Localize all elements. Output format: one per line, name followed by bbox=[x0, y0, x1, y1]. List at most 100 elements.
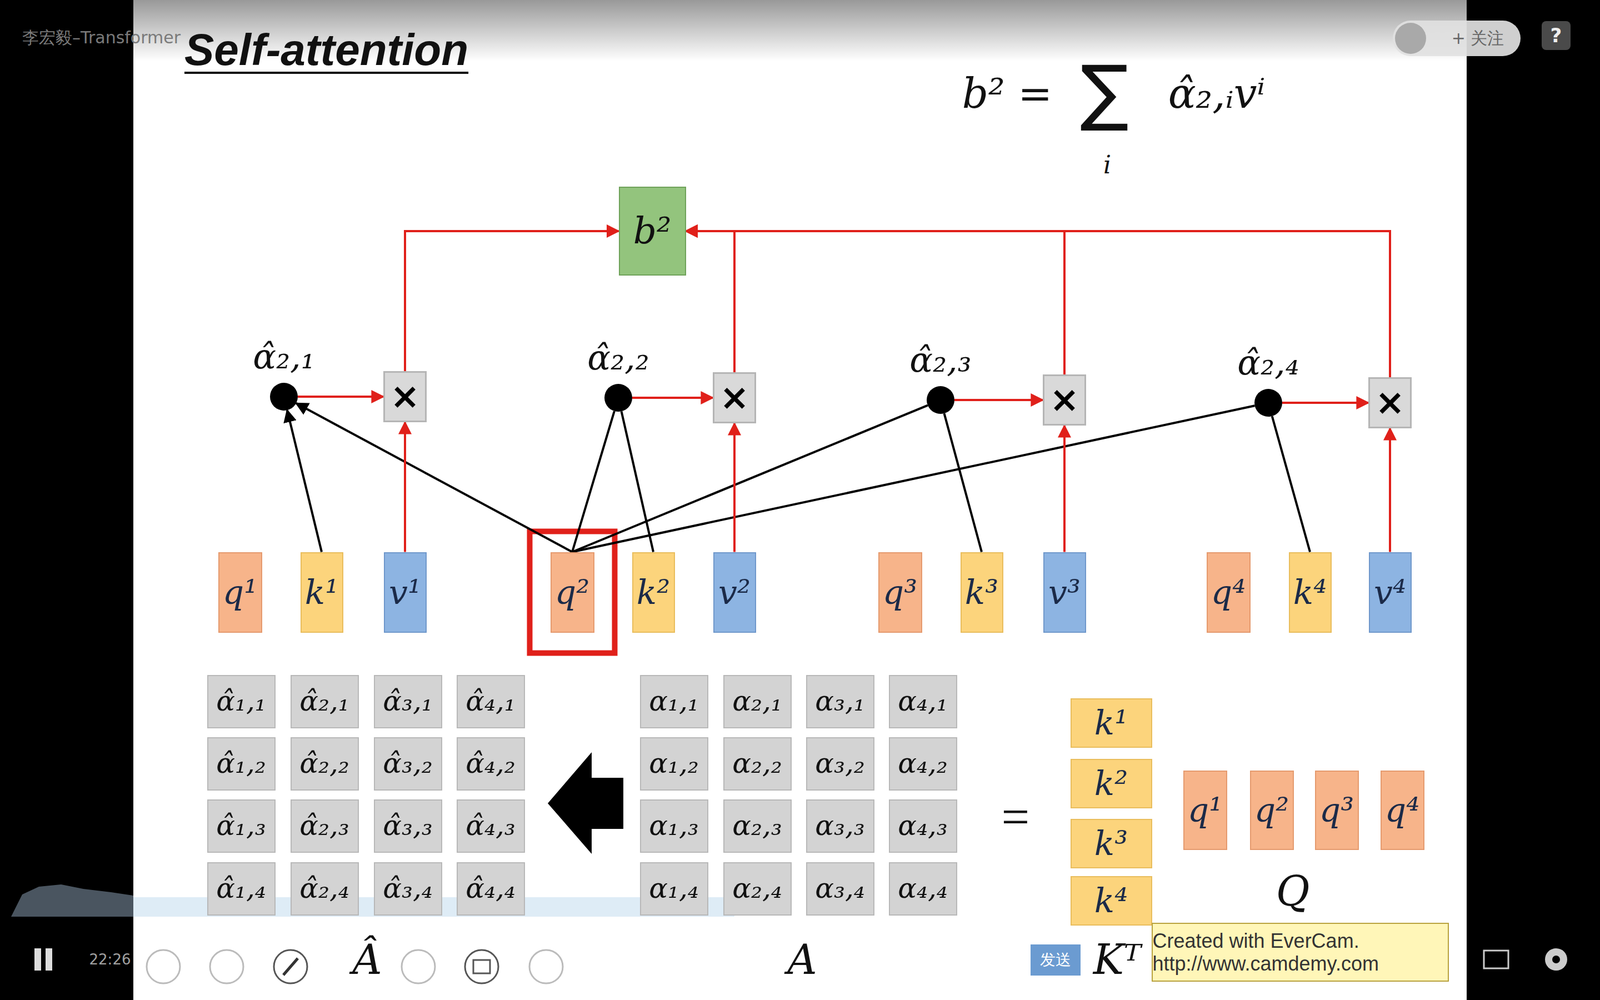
matrix-cell: α₁,₁ bbox=[640, 675, 709, 729]
multiply-box: × bbox=[1368, 377, 1412, 429]
connector-arrow bbox=[733, 423, 736, 553]
node-label: α̂₂,₂ bbox=[587, 337, 649, 378]
query-box: q⁴ bbox=[1380, 770, 1425, 850]
matrix-cell: α̂₂,₄ bbox=[290, 862, 359, 916]
node-label: Created with EverCam. bbox=[1152, 929, 1360, 953]
node-label: α̂₄,₄ bbox=[465, 872, 516, 905]
node-label: q⁴ bbox=[1211, 573, 1246, 612]
node-label: α̂₂,₁ bbox=[252, 336, 315, 377]
matrix-cell: α̂₄,₁ bbox=[456, 675, 525, 729]
matrix-cell: α₄,₂ bbox=[888, 737, 958, 791]
node-label: 发送 bbox=[1040, 951, 1072, 969]
query-box: q³ bbox=[878, 552, 923, 633]
node-label: α̂₂,₄ bbox=[1237, 342, 1299, 383]
matrix-cell: α₂,₂ bbox=[723, 737, 792, 791]
matrix-cell: α₃,₄ bbox=[806, 862, 875, 916]
connector-arrow bbox=[405, 231, 619, 372]
key-box: k⁴ bbox=[1070, 876, 1153, 926]
node-label: α₄,₃ bbox=[897, 810, 948, 843]
matrix-cell: α₁,₄ bbox=[640, 862, 709, 916]
pen-icon bbox=[283, 958, 298, 975]
node-label: α̂₃,₃ bbox=[382, 810, 433, 843]
node-label: k⁴ bbox=[1293, 573, 1327, 612]
connector-arrow bbox=[686, 231, 735, 373]
slide-title: Self-attention bbox=[184, 24, 469, 76]
connector-line bbox=[944, 413, 982, 552]
matrix-cell: α̂₁,₃ bbox=[207, 799, 276, 853]
node-label: v⁴ bbox=[1373, 573, 1407, 612]
attention-score-dot: α̂₂,₄ bbox=[1254, 388, 1283, 417]
connector-arrow bbox=[287, 410, 322, 552]
matrix-cell: α̂₃,₂ bbox=[373, 737, 443, 791]
control-icon bbox=[465, 950, 499, 984]
control-icon bbox=[401, 950, 435, 984]
connector-line bbox=[572, 405, 1255, 552]
node-label: α̂₂,₄ bbox=[299, 872, 350, 905]
query-box: q² bbox=[550, 552, 595, 633]
node-label: α₂,₃ bbox=[732, 810, 783, 843]
key-box: k² bbox=[632, 552, 675, 633]
key-box: k² bbox=[1070, 758, 1153, 809]
matrix-cell: α̂₁,₁ bbox=[207, 675, 276, 729]
matrix-cell: α̂₂,₃ bbox=[290, 799, 359, 853]
connector-line bbox=[572, 405, 928, 553]
node-label: + 关注 bbox=[1451, 28, 1505, 49]
equals-sign: = bbox=[1001, 788, 1030, 846]
connector-arrow bbox=[1388, 428, 1392, 553]
node-label: α̂₁,₃ bbox=[216, 810, 267, 843]
node-label: q⁴ bbox=[1385, 791, 1420, 830]
node-label: α₂,₂ bbox=[732, 747, 783, 780]
node-label: k² bbox=[1094, 764, 1128, 803]
node-label: α̂₃,₄ bbox=[382, 872, 433, 905]
node-label: α̂₂,₃ bbox=[909, 340, 972, 380]
node-label: v³ bbox=[1048, 573, 1081, 612]
node-label: α₁,₄ bbox=[648, 872, 699, 905]
node-label: α̂₄,₁ bbox=[465, 685, 516, 718]
matrix-name: Â bbox=[352, 935, 382, 984]
matrix-cell: α̂₃,₄ bbox=[373, 862, 443, 916]
value-box: v¹ bbox=[383, 552, 427, 633]
matrix-cell: α₂,₁ bbox=[723, 675, 792, 729]
matrix-cell: α₃,₁ bbox=[806, 675, 875, 729]
formula-part: b² = bbox=[962, 69, 1053, 118]
node-label: α₄,₂ bbox=[897, 747, 948, 780]
node-label: q¹ bbox=[1187, 791, 1223, 830]
control-icon bbox=[210, 950, 244, 984]
output-box: b² bbox=[618, 186, 687, 276]
node-label: × bbox=[1049, 379, 1080, 421]
transform-arrow bbox=[547, 752, 624, 854]
node-label: q² bbox=[1254, 791, 1289, 830]
pause-icon bbox=[45, 948, 53, 971]
waveform bbox=[11, 884, 134, 917]
pause-icon bbox=[34, 948, 42, 971]
matrix-cell: α̂₄,₄ bbox=[456, 862, 525, 916]
node-label: α₄,₁ bbox=[897, 685, 948, 718]
matrix-name: Kᵀ bbox=[1093, 935, 1142, 984]
node-label: q³ bbox=[882, 573, 918, 612]
node-label: α₂,₁ bbox=[732, 685, 783, 718]
control-bar bbox=[133, 926, 1467, 1000]
query-box: q¹ bbox=[1183, 770, 1228, 850]
value-box: v³ bbox=[1043, 552, 1087, 633]
node-label: α₃,₃ bbox=[815, 810, 865, 843]
matrix-cell: α̂₁,₄ bbox=[207, 862, 276, 916]
query-box: q⁴ bbox=[1206, 552, 1251, 633]
connector-arrow bbox=[954, 398, 1043, 402]
node-label: q³ bbox=[1319, 791, 1354, 830]
control-icon bbox=[473, 960, 490, 974]
pip-icon bbox=[1483, 950, 1509, 969]
connector-arrow bbox=[632, 396, 713, 399]
connector-arrow bbox=[686, 231, 1065, 375]
node-label: k¹ bbox=[305, 573, 339, 612]
avatar-icon bbox=[1395, 22, 1427, 54]
follow-button: + 关注 bbox=[1392, 20, 1521, 57]
node-label: k² bbox=[636, 573, 670, 612]
node-label: α₃,₄ bbox=[815, 872, 865, 905]
matrix-name: Q bbox=[1276, 867, 1310, 915]
control-icon bbox=[146, 950, 180, 984]
node-label: q¹ bbox=[222, 573, 258, 612]
connector-arrow bbox=[1063, 425, 1066, 553]
node-label: q² bbox=[555, 573, 590, 612]
node-label: k³ bbox=[965, 573, 999, 612]
node-label: α̂₁,₁ bbox=[216, 685, 267, 718]
